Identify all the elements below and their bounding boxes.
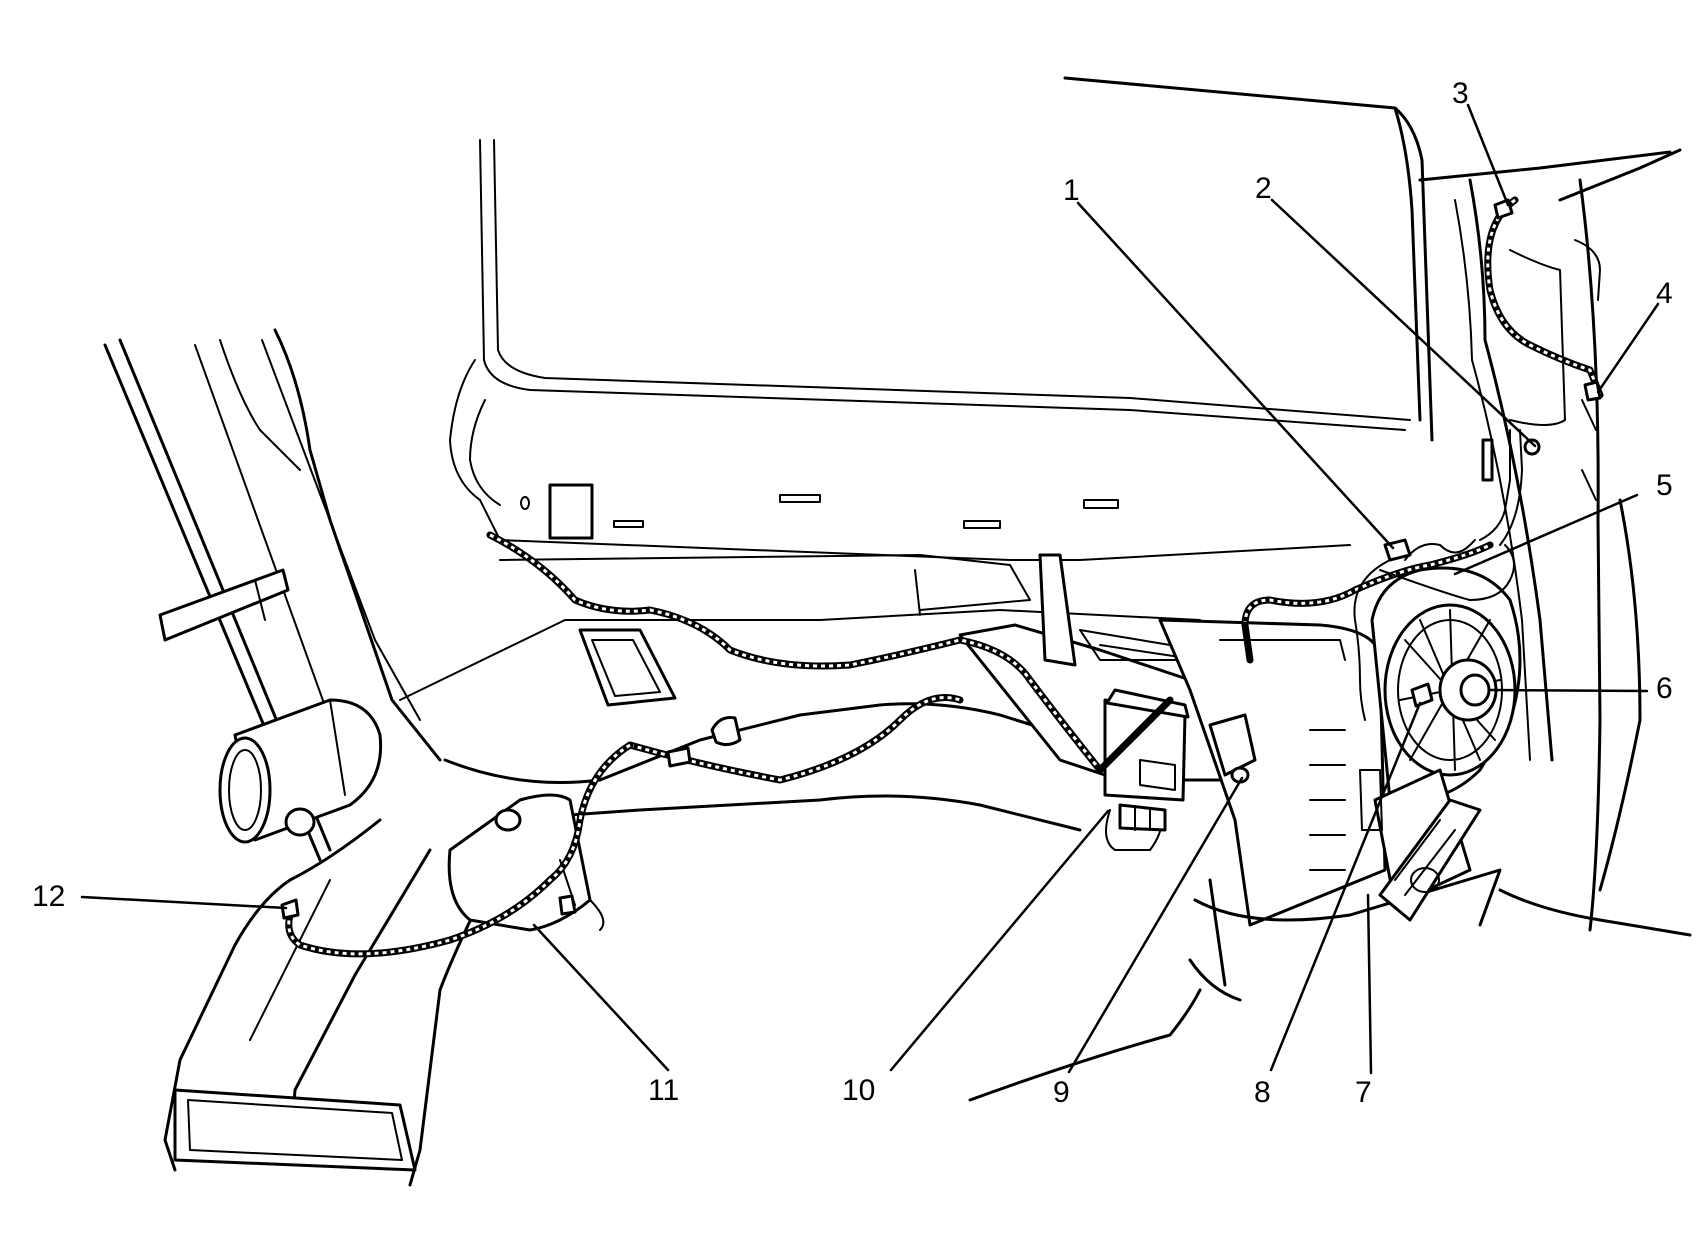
callout-9: 9 <box>1053 1076 1070 1109</box>
blower-motor-housing <box>1359 566 1522 922</box>
leader-8 <box>1269 701 1422 1072</box>
leader-11 <box>532 923 670 1072</box>
callout-12: 12 <box>32 880 65 913</box>
callout-5: 5 <box>1656 469 1673 502</box>
callout-6: 6 <box>1656 672 1673 705</box>
leader-9 <box>1067 776 1244 1074</box>
dash-cowl-panel <box>449 359 1351 616</box>
floor-duct <box>163 818 492 1187</box>
leader-7 <box>1366 893 1373 1075</box>
leader-5 <box>1453 493 1639 576</box>
leader-12 <box>80 895 288 910</box>
leader-3 <box>1466 103 1510 207</box>
leader-2 <box>1270 198 1537 448</box>
control-module <box>1103 688 1190 851</box>
right-a-pillar <box>1454 178 1692 937</box>
left-vent-canister <box>218 698 383 844</box>
callout-7: 7 <box>1355 1076 1372 1109</box>
leader-1 <box>1076 201 1395 550</box>
callout-11: 11 <box>648 1074 679 1107</box>
leader-6 <box>1489 688 1649 693</box>
callout-3: 3 <box>1452 77 1469 110</box>
windshield-frame <box>479 76 1682 442</box>
leader-4 <box>1596 302 1660 394</box>
callout-8: 8 <box>1254 1076 1271 1109</box>
leader-10 <box>889 809 1110 1072</box>
mode-actuator <box>1208 713 1257 784</box>
leader-lines <box>80 103 1660 1075</box>
callout-4: 4 <box>1656 277 1673 310</box>
callout-2: 2 <box>1255 172 1272 205</box>
callout-labels: 1 2 3 4 5 6 7 8 9 10 11 12 <box>32 77 1673 1109</box>
callout-1: 1 <box>1063 174 1080 207</box>
callout-10: 10 <box>842 1074 875 1107</box>
